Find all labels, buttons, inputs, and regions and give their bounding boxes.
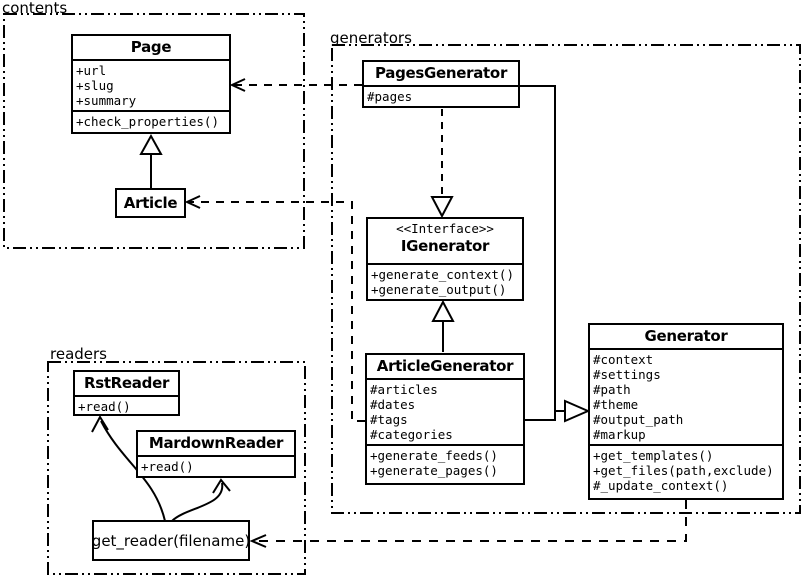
function-box-get-reader-label: get_reader(filename) [91,531,251,550]
class-articlegenerator-attributes: #articles #dates #tags #categories [367,378,523,444]
class-page-title: Page [130,38,172,56]
method: +read() [78,399,131,414]
class-generator: Generator #context #settings #path #them… [588,323,784,500]
class-article-title: Article [123,193,178,212]
package-label-readers: readers [50,345,107,363]
attribute: #pages [367,89,413,104]
generalization-generators-to-generator [519,85,591,423]
attribute: #theme [593,397,639,412]
dependency-articlegenerator-to-article [184,195,365,422]
class-markdownreader-methods: +read() [138,455,294,476]
class-rstreader-title: RstReader [83,374,170,392]
package-readers-border [47,361,306,575]
generalization-articlegenerator-to-igenerator [431,299,455,352]
method: +generate_feeds() [370,448,498,463]
class-rstreader: RstReader +read() [73,370,180,416]
package-label-generators: generators [330,29,412,47]
attribute: #output_path [593,412,684,427]
class-pagesgenerator: PagesGenerator #pages [362,60,520,108]
attribute: +summary [76,93,137,108]
class-articlegenerator-title: ArticleGenerator [376,357,514,375]
class-igenerator-stereotype: <<Interface>> [396,221,494,236]
class-generator-methods: +get_templates() +get_files(path,exclude… [590,444,782,495]
class-igenerator-methods: +generate_context() +generate_output() [368,263,522,299]
class-generator-attributes: #context #settings #path #theme #output_… [590,348,782,444]
package-contents-border [3,13,305,249]
class-articlegenerator-methods: +generate_feeds() +generate_pages() [367,444,523,480]
class-generator-title: Generator [644,327,728,345]
class-pagesgenerator-attributes: #pages [364,85,518,106]
function-box-get-reader: get_reader(filename) [92,520,250,561]
arrow-getreader-to-markdownreader [171,478,231,522]
generalization-article-to-page [139,133,163,189]
attribute: #articles [370,382,438,397]
method: +check_properties() [76,114,219,129]
package-label-contents: contents [2,0,68,17]
class-page-attributes: +url +slug +summary [73,59,229,110]
attribute: #context [593,352,654,367]
class-igenerator: <<Interface>> IGenerator +generate_conte… [366,217,524,301]
class-rstreader-methods: +read() [75,395,178,414]
method: +generate_pages() [370,463,498,478]
attribute: +url [76,63,107,78]
attribute: +slug [76,78,114,93]
dependency-pagesgenerator-to-page [229,78,362,92]
class-page: Page +url +slug +summary +check_properti… [71,34,231,134]
attribute: #markup [593,427,646,442]
class-markdownreader-title: MardownReader [148,434,284,452]
class-article: Article [115,188,186,218]
method: +read() [141,459,194,474]
class-page-methods: +check_properties() [73,110,229,131]
method: +get_templates() [593,448,714,463]
class-markdownreader: MardownReader +read() [136,430,296,478]
attribute: #dates [370,397,416,412]
attribute: #categories [370,427,453,442]
class-igenerator-header: <<Interface>> IGenerator [368,219,522,263]
method: #_update_context() [593,478,729,493]
package-generators-border [331,44,801,514]
class-pagesgenerator-title: PagesGenerator [374,64,508,82]
attribute: #path [593,382,631,397]
realization-pagesgenerator-to-igenerator [430,109,454,219]
attribute: #tags [370,412,408,427]
method: +generate_context() [371,267,514,282]
class-igenerator-title: IGenerator [400,237,490,255]
class-articlegenerator: ArticleGenerator #articles #dates #tags … [365,353,525,485]
dependency-generator-to-getreader [249,500,687,548]
method: +generate_output() [371,282,507,297]
method: +get_files(path,exclude) [593,463,774,478]
attribute: #settings [593,367,661,382]
